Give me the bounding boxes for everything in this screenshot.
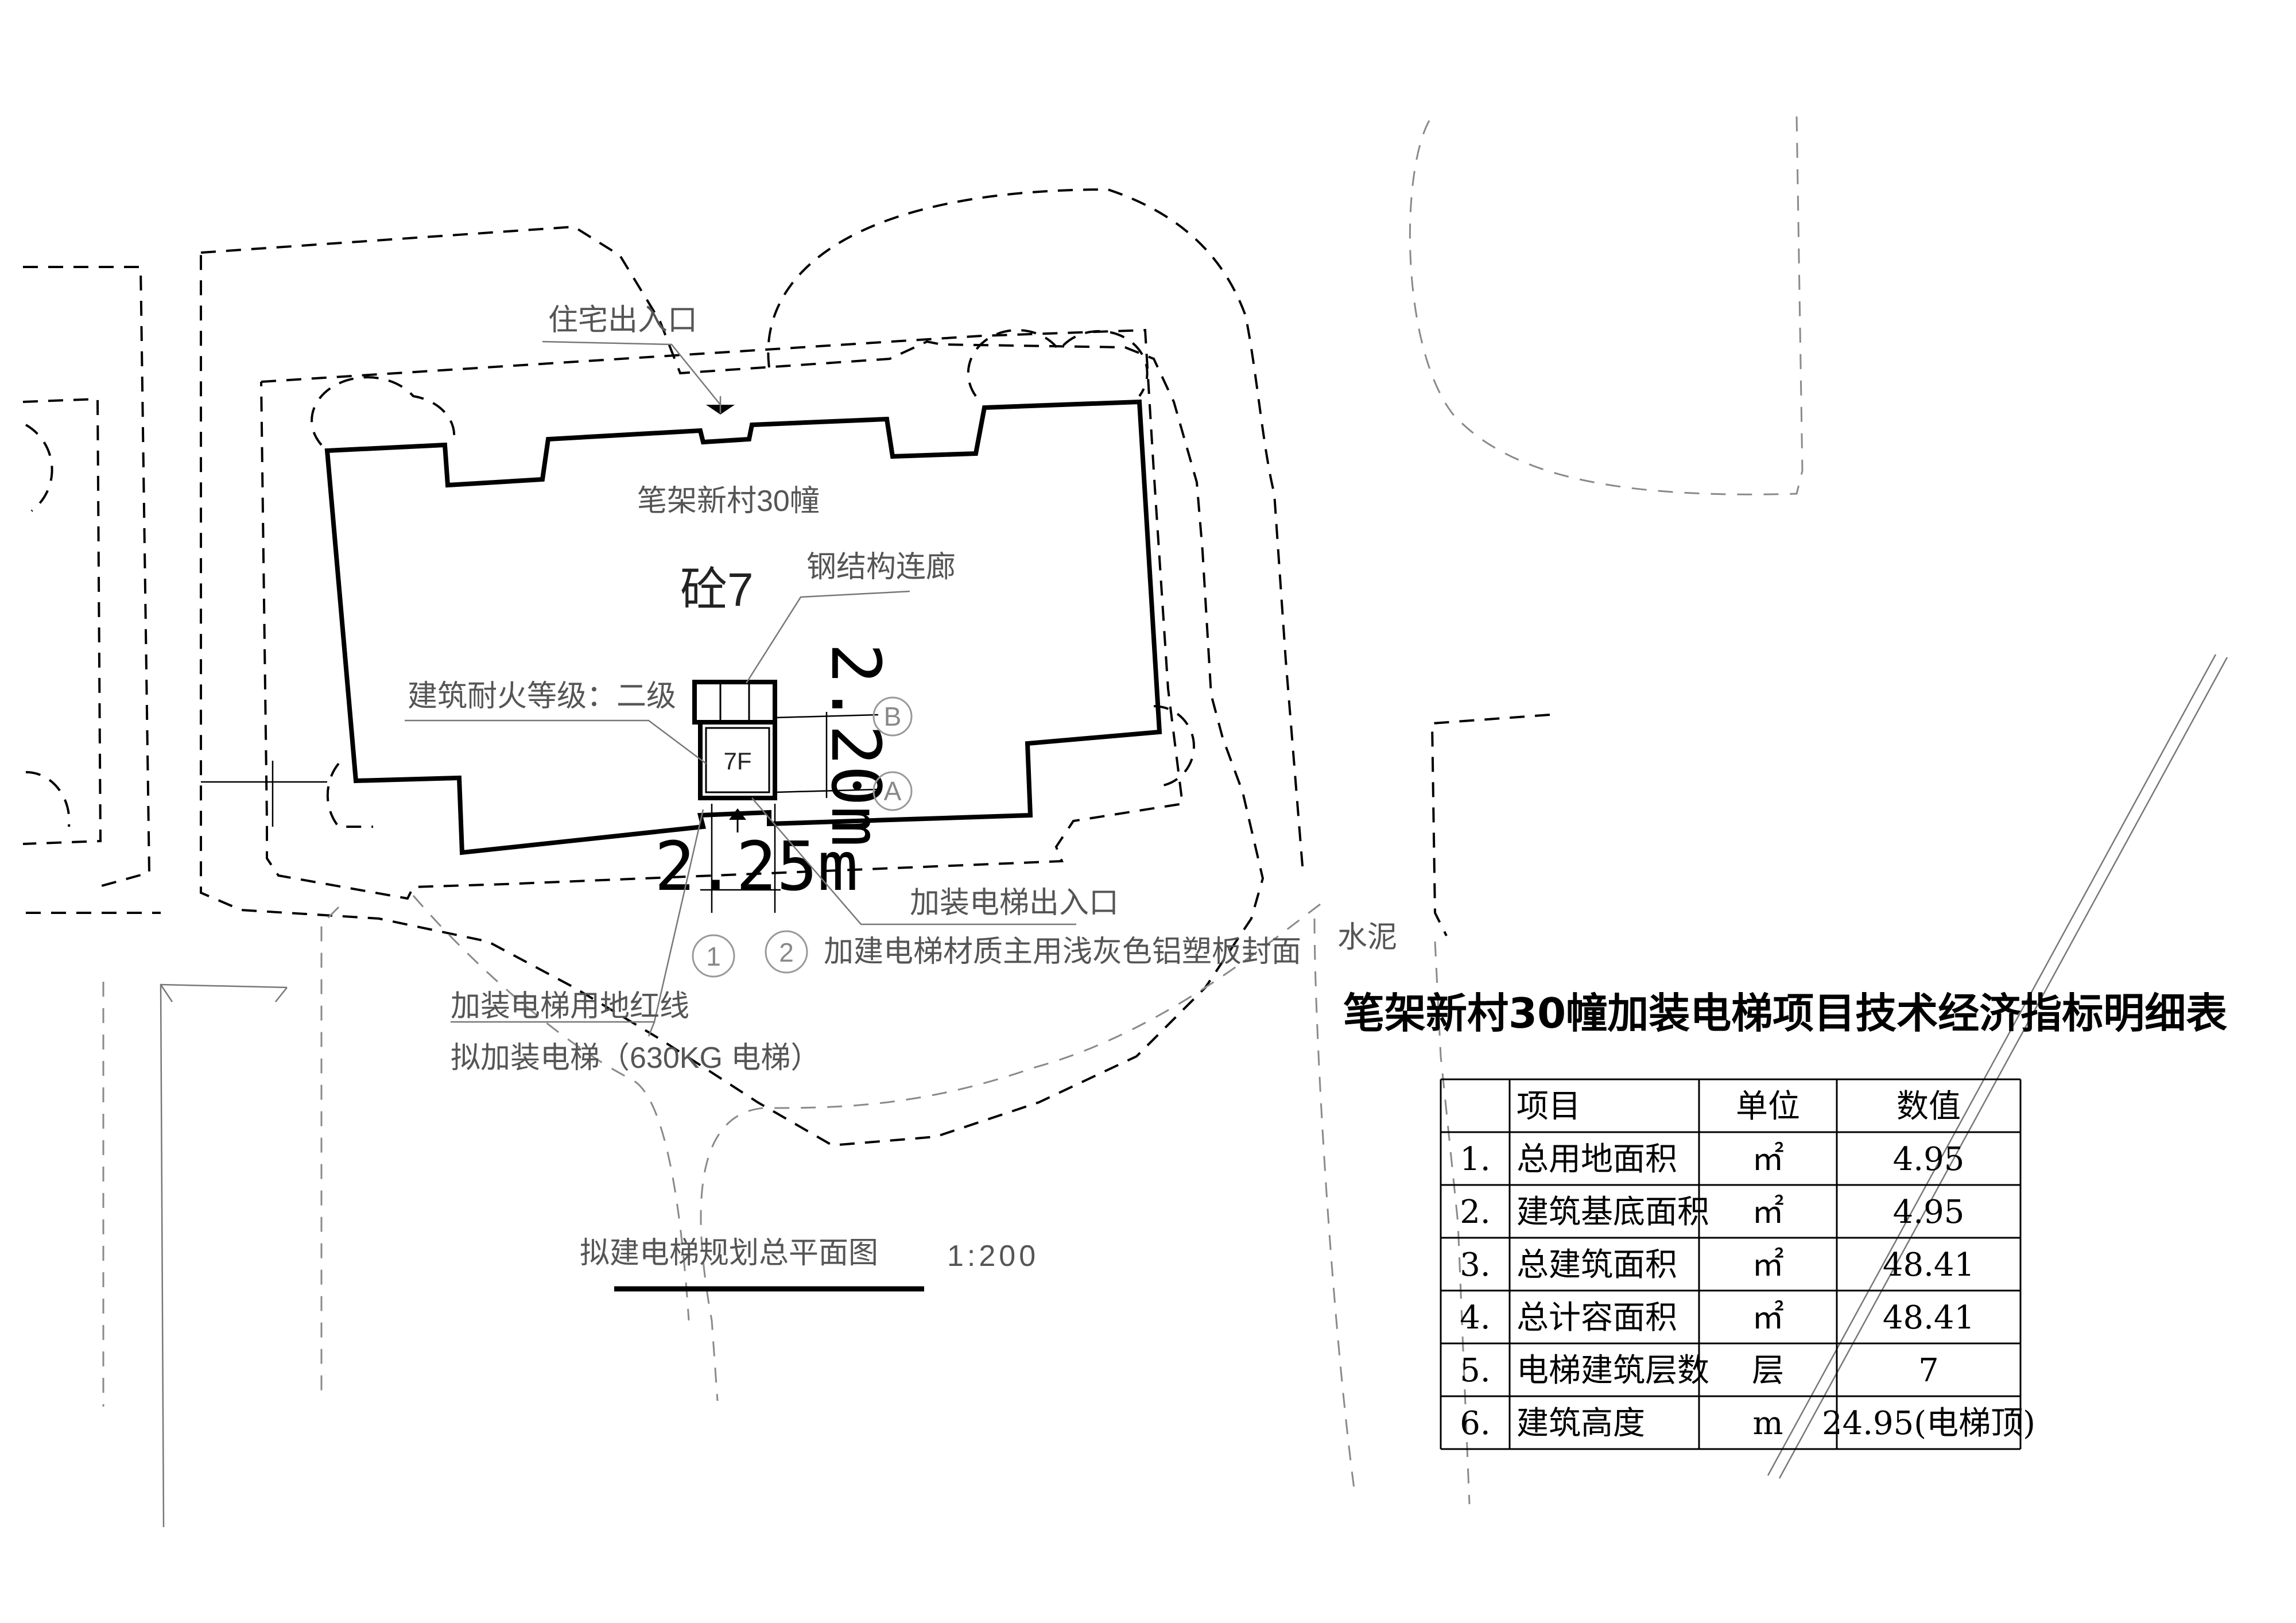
plan-scale: 1:200: [947, 1239, 1039, 1273]
table-cell: 1.: [1460, 1141, 1490, 1178]
corridor-leader: [745, 590, 910, 684]
fire-rating-leader: [405, 719, 707, 764]
left-boundary-outer: [23, 266, 151, 888]
corridor-label: 钢结构连廊: [806, 551, 956, 584]
left-arc-bottom: [25, 770, 71, 827]
table-cell: 48.41: [1883, 1299, 1975, 1337]
table-cell: 建筑高度: [1517, 1405, 1645, 1442]
corner-arc-se: [1153, 705, 1195, 788]
corner-arc-ne: [967, 329, 1149, 397]
entrance-leader: [542, 340, 721, 405]
table-cell: ㎡: [1752, 1299, 1784, 1337]
elevator-entry-arrow: [729, 808, 746, 820]
right-boundary: [1430, 714, 1550, 936]
elevator-entrance-label: 加装电梯出入口: [910, 886, 1119, 920]
axis-b-bubble: [872, 696, 913, 737]
fire-rating-label: 建筑耐火等级：二级: [408, 680, 676, 713]
table-cell: 4.95: [1893, 1194, 1965, 1231]
corner-arc-nw: [311, 376, 456, 446]
table-header-cell: 单位: [1736, 1088, 1800, 1125]
table-cell: 总计容面积: [1517, 1299, 1677, 1337]
axis-1-bubble: [692, 934, 735, 978]
table-cell: 层: [1752, 1352, 1784, 1389]
corner-arc-sw: [326, 762, 373, 828]
corridor-rect: [692, 680, 777, 725]
red-line-label: 加装电梯用地红线: [451, 990, 689, 1023]
dim-depth: 2.20m: [816, 643, 895, 847]
contour-right: [1313, 918, 1356, 1493]
plan-title: 拟建电梯规划总平面图: [580, 1237, 878, 1270]
contour-inner: [412, 895, 690, 1321]
table-cell: 3.: [1460, 1246, 1490, 1284]
table-header-cell: 项目: [1517, 1088, 1581, 1125]
table-cell: 2.: [1460, 1194, 1490, 1231]
elevator-floor-label: 7F: [723, 747, 751, 774]
table-header-cell: 数值: [1896, 1088, 1961, 1125]
contour-center: [700, 903, 1321, 1401]
table-cell: 7: [1918, 1352, 1939, 1389]
diagonal-line-2: [1778, 657, 2228, 1479]
site-boundaries: [22, 188, 1550, 1147]
table-cell: 总建筑面积: [1517, 1246, 1677, 1284]
building-name: 笔架新村30幢: [637, 485, 820, 518]
left-boundary-inner: [22, 397, 102, 845]
road-corner-right: [275, 987, 288, 1002]
axis-b-label: B: [884, 702, 902, 731]
table-cell: ㎡: [1752, 1141, 1784, 1178]
red-line-leader-tail: [647, 1021, 656, 1037]
table-cell: ㎡: [1752, 1194, 1784, 1231]
dim-width: 2.25m: [654, 827, 858, 906]
outer-site-boundary: [200, 225, 1265, 1147]
grey-contours: [102, 114, 1804, 1505]
table-cell: 总用地面积: [1517, 1141, 1677, 1178]
road-corner: [160, 984, 173, 1002]
left-arc-top: [25, 424, 53, 512]
proposed-elevator-label: 拟加装电梯（630KG 电梯）: [451, 1041, 820, 1075]
axis-2-bubble: [765, 930, 808, 974]
ground-label: 水泥: [1337, 921, 1397, 954]
table-cell: m: [1752, 1405, 1783, 1442]
contour-top-right: [1409, 114, 1804, 495]
table-cell: 5.: [1460, 1352, 1490, 1389]
table-cell: 6.: [1460, 1405, 1490, 1442]
structure-label: 砼7: [680, 564, 754, 616]
table-cell: ㎡: [1752, 1246, 1784, 1284]
table-cell: 24.95(电梯顶): [1822, 1405, 2035, 1442]
axis-a-label: A: [884, 776, 902, 806]
table-cell: 4.: [1460, 1299, 1490, 1337]
upper-arc-boundary: [767, 188, 1304, 873]
axis-a-bubble: [872, 771, 913, 811]
table-title: 笔架新村30幢加装电梯项目技术经济指标明细表: [1343, 989, 2227, 1037]
contour-far-right: [1434, 941, 1471, 1505]
axis-2-label: 2: [779, 938, 794, 967]
diagonal-line-1: [1767, 654, 2217, 1476]
contour-left-vertical: [320, 906, 340, 1395]
elevator-entrance-leader: [751, 797, 1076, 925]
table-cell: 4.95: [1893, 1141, 1965, 1178]
building-outline: [324, 399, 1162, 855]
axis-1-label: 1: [706, 942, 721, 971]
table-cell: 48.41: [1883, 1246, 1975, 1284]
road-edge: [160, 983, 288, 1528]
table-cell: 建筑基底面积: [1517, 1194, 1709, 1231]
table-cell: 电梯建筑层数: [1517, 1352, 1709, 1389]
elevator-car: [705, 727, 770, 793]
entrance-label: 住宅出入口: [548, 304, 697, 337]
material-note: 加建电梯材质主用浅灰色铝塑板封面: [824, 935, 1301, 969]
